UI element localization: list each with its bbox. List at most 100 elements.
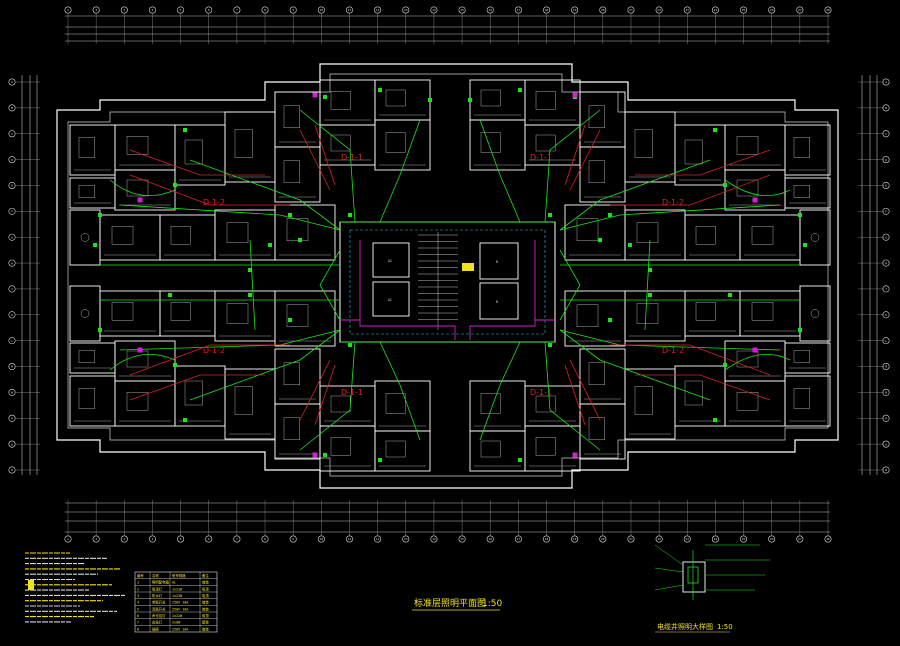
axis-bubble-label: 5 — [180, 537, 182, 541]
outlet-symbol — [312, 452, 318, 458]
bed-fixture — [78, 350, 95, 363]
drawing-title: 标准层照明平面图 — [414, 597, 486, 609]
circuit-label-top-right-upper: D-1-1 — [530, 153, 552, 162]
axis-bubble-label: 28 — [826, 8, 830, 12]
bed-fixture — [535, 134, 556, 152]
bed-fixture — [535, 395, 556, 413]
bottom-dimension-lines — [65, 502, 830, 533]
room-wall — [469, 380, 526, 432]
bed-fixture — [226, 303, 249, 324]
axis-bubble — [8, 337, 16, 345]
bed-fixture — [751, 226, 774, 245]
legend-cell: 吸顶灯 — [152, 586, 163, 591]
bed-fixture — [793, 185, 810, 198]
green-wire — [379, 341, 421, 441]
outlet-symbol — [137, 197, 143, 203]
bed-fixture — [576, 218, 599, 241]
green-wire — [299, 341, 356, 451]
axis-bubble-label: 2 — [95, 537, 97, 541]
bed-fixture — [126, 136, 149, 155]
axis-bubble-label: 8 — [264, 8, 266, 12]
bed-fixture — [385, 393, 406, 414]
sanitary-fixture — [80, 309, 90, 318]
bed-fixture — [170, 302, 191, 321]
bed-fixture — [751, 302, 774, 321]
light-symbol — [548, 343, 552, 347]
light-fixture-symbols — [93, 88, 807, 462]
green-wire-mirror — [479, 119, 521, 223]
bed-fixture — [793, 137, 810, 158]
bed-fixture — [576, 304, 599, 327]
room-wall — [724, 169, 786, 211]
bed-fixture — [234, 386, 253, 415]
room-tag-b-upper: B — [496, 260, 498, 264]
detail-leader-lines — [654, 544, 770, 591]
bed-fixture — [111, 226, 134, 245]
legend-cell: 2x8W — [172, 621, 181, 625]
bed-fixture — [684, 380, 703, 406]
green-wire — [119, 204, 341, 231]
bed-fixture — [286, 218, 309, 241]
axis-bubble-label: 3 — [123, 8, 125, 12]
green-lighting-circuits — [100, 109, 800, 451]
outlet-symbol — [752, 347, 758, 353]
green-wire — [189, 159, 341, 231]
axis-bubble-label: L — [11, 339, 13, 343]
bed-fixture — [126, 179, 149, 197]
bed-fixture — [226, 222, 249, 243]
legend-cell: 250V 10A — [172, 607, 188, 611]
bed-fixture — [480, 132, 501, 153]
legend-header-cell: 备注 — [202, 573, 209, 578]
room-wall — [274, 348, 321, 405]
circuit-label-top-left-upper: D-1-1 — [341, 153, 363, 162]
bed-fixture — [330, 437, 351, 456]
axis-bubble — [8, 285, 16, 293]
axis-bubble-label: E — [11, 184, 13, 188]
bed-fixture — [636, 222, 659, 243]
sanitary-fixture — [810, 233, 820, 242]
legend-header-cell: 型号规格 — [172, 573, 186, 578]
axis-bubble-label: 19 — [573, 8, 577, 12]
legend-cell: 250V 10A — [172, 627, 188, 631]
light-symbol — [728, 293, 732, 297]
axis-bubble-label: L — [885, 339, 887, 343]
green-wire-mirror — [644, 239, 651, 331]
axis-bubble-label: 8 — [264, 537, 266, 541]
green-arc — [109, 179, 176, 196]
elevator-b-upper — [479, 242, 519, 280]
axis-bubble — [8, 207, 16, 215]
axis-bubble-label: 14 — [432, 8, 436, 12]
elevator-a2 — [372, 242, 410, 278]
axis-bubble-label: P — [885, 416, 887, 420]
bed-fixture — [78, 185, 95, 198]
axis-bubble — [8, 104, 16, 112]
light-symbol — [723, 183, 727, 187]
green-wire-mirror — [479, 341, 521, 441]
light-symbol — [723, 363, 727, 367]
axis-bubble-label: 26 — [770, 8, 774, 12]
red-wire-mirror — [635, 149, 771, 176]
legend-cell: 1x22W — [172, 614, 183, 618]
drawing-scale: 1:50 — [482, 599, 502, 609]
axis-bubble-label: 20 — [601, 537, 605, 541]
axis-bubble-label: B — [11, 106, 13, 110]
legend-cell: 暗装 — [202, 580, 209, 585]
axis-bubble-label: R — [885, 468, 887, 472]
light-symbol — [378, 88, 382, 92]
legend-cell: AL — [172, 581, 176, 585]
axis-bubble-label: 25 — [742, 8, 746, 12]
legend-cell: 单联开关 — [152, 600, 166, 605]
red-wire — [314, 364, 336, 426]
axis-bubble — [8, 440, 16, 448]
axis-bubble-label: 26 — [770, 537, 774, 541]
bed-fixture — [793, 350, 810, 363]
legend-cell: 吸顶 — [202, 587, 209, 591]
room-tag-b-lower: B — [496, 300, 498, 304]
light-symbol — [798, 213, 802, 217]
detail-title: 电缆井照明大样图 — [657, 622, 713, 631]
light-symbol — [713, 128, 717, 132]
light-symbol — [598, 238, 602, 242]
green-wire — [249, 239, 256, 331]
light-symbol — [288, 213, 292, 217]
